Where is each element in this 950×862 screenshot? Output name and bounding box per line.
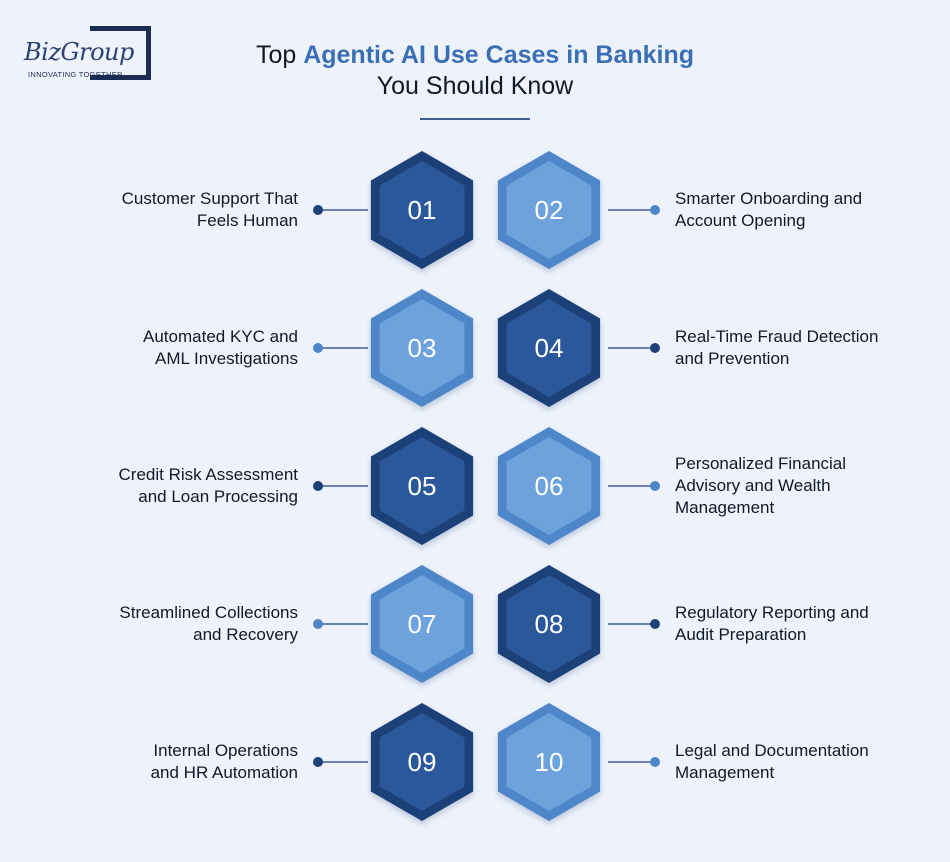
- hexagon-inner-3: [379, 299, 465, 397]
- hexagon-inner-6: [506, 437, 592, 535]
- use-case-label-10: Legal and Documentation Management: [675, 741, 869, 782]
- hexagon-inner-1: [379, 161, 465, 259]
- logo-tagline: INNOVATING TOGETHER: [28, 70, 123, 79]
- use-case-label-2: Smarter Onboarding and Account Opening: [675, 189, 863, 230]
- hexagon-number-6: 06: [535, 471, 564, 501]
- hexagon-inner-10: [506, 713, 592, 811]
- hexagon-inner-4: [506, 299, 592, 397]
- hexagon-number-1: 01: [408, 195, 437, 225]
- hexagon-inner-9: [379, 713, 465, 811]
- hexagon-number-10: 10: [535, 747, 564, 777]
- use-case-label-3: Automated KYC and AML Investigations: [143, 327, 298, 368]
- use-case-label-4: Real-Time Fraud Detection and Prevention: [675, 327, 879, 368]
- connector-dot-6: [650, 481, 660, 491]
- hexagon-inner-8: [506, 575, 592, 673]
- hexagon-number-5: 05: [408, 471, 437, 501]
- use-case-label-9: Internal Operations and HR Automation: [150, 741, 298, 782]
- use-case-label-5: Credit Risk Assessment and Loan Processi…: [118, 465, 299, 506]
- use-case-label-1: Customer Support That Feels Human: [121, 189, 298, 230]
- use-case-label-8: Regulatory Reporting and Audit Preparati…: [675, 603, 869, 644]
- connector-dot-7: [313, 619, 323, 629]
- hexagon-inner-7: [379, 575, 465, 673]
- connector-dot-5: [313, 481, 323, 491]
- connector-dot-1: [313, 205, 323, 215]
- hexagon-number-9: 09: [408, 747, 437, 777]
- connector-dot-3: [313, 343, 323, 353]
- logo-text: BizGroup: [24, 38, 134, 66]
- page-title: Top Agentic AI Use Cases in Banking You …: [0, 40, 950, 102]
- use-case-label-7: Streamlined Collections and Recovery: [119, 603, 298, 644]
- hexagon-number-7: 07: [408, 609, 437, 639]
- connector-dot-9: [313, 757, 323, 767]
- title-prefix: Top: [255, 41, 304, 69]
- logo-frame: [90, 26, 151, 80]
- connector-dot-8: [650, 619, 660, 629]
- title-line2: You Should Know: [376, 72, 574, 100]
- connector-dot-4: [650, 343, 660, 353]
- bizgroup-logo: BizGroup INNOVATING TOGETHER: [22, 26, 157, 84]
- hexagon-number-3: 03: [408, 333, 437, 363]
- hexagon-inner-2: [506, 161, 592, 259]
- hexagon-number-8: 08: [535, 609, 564, 639]
- connector-dot-10: [650, 757, 660, 767]
- hexagon-number-4: 04: [535, 333, 564, 363]
- title-underline: [420, 118, 530, 120]
- use-case-label-6: Personalized Financial Advisory and Weal…: [675, 454, 847, 517]
- title-highlight: Agentic AI Use Cases in Banking: [303, 41, 695, 69]
- hexagon-inner-5: [379, 437, 465, 535]
- connector-dot-2: [650, 205, 660, 215]
- hexagon-number-2: 02: [535, 195, 564, 225]
